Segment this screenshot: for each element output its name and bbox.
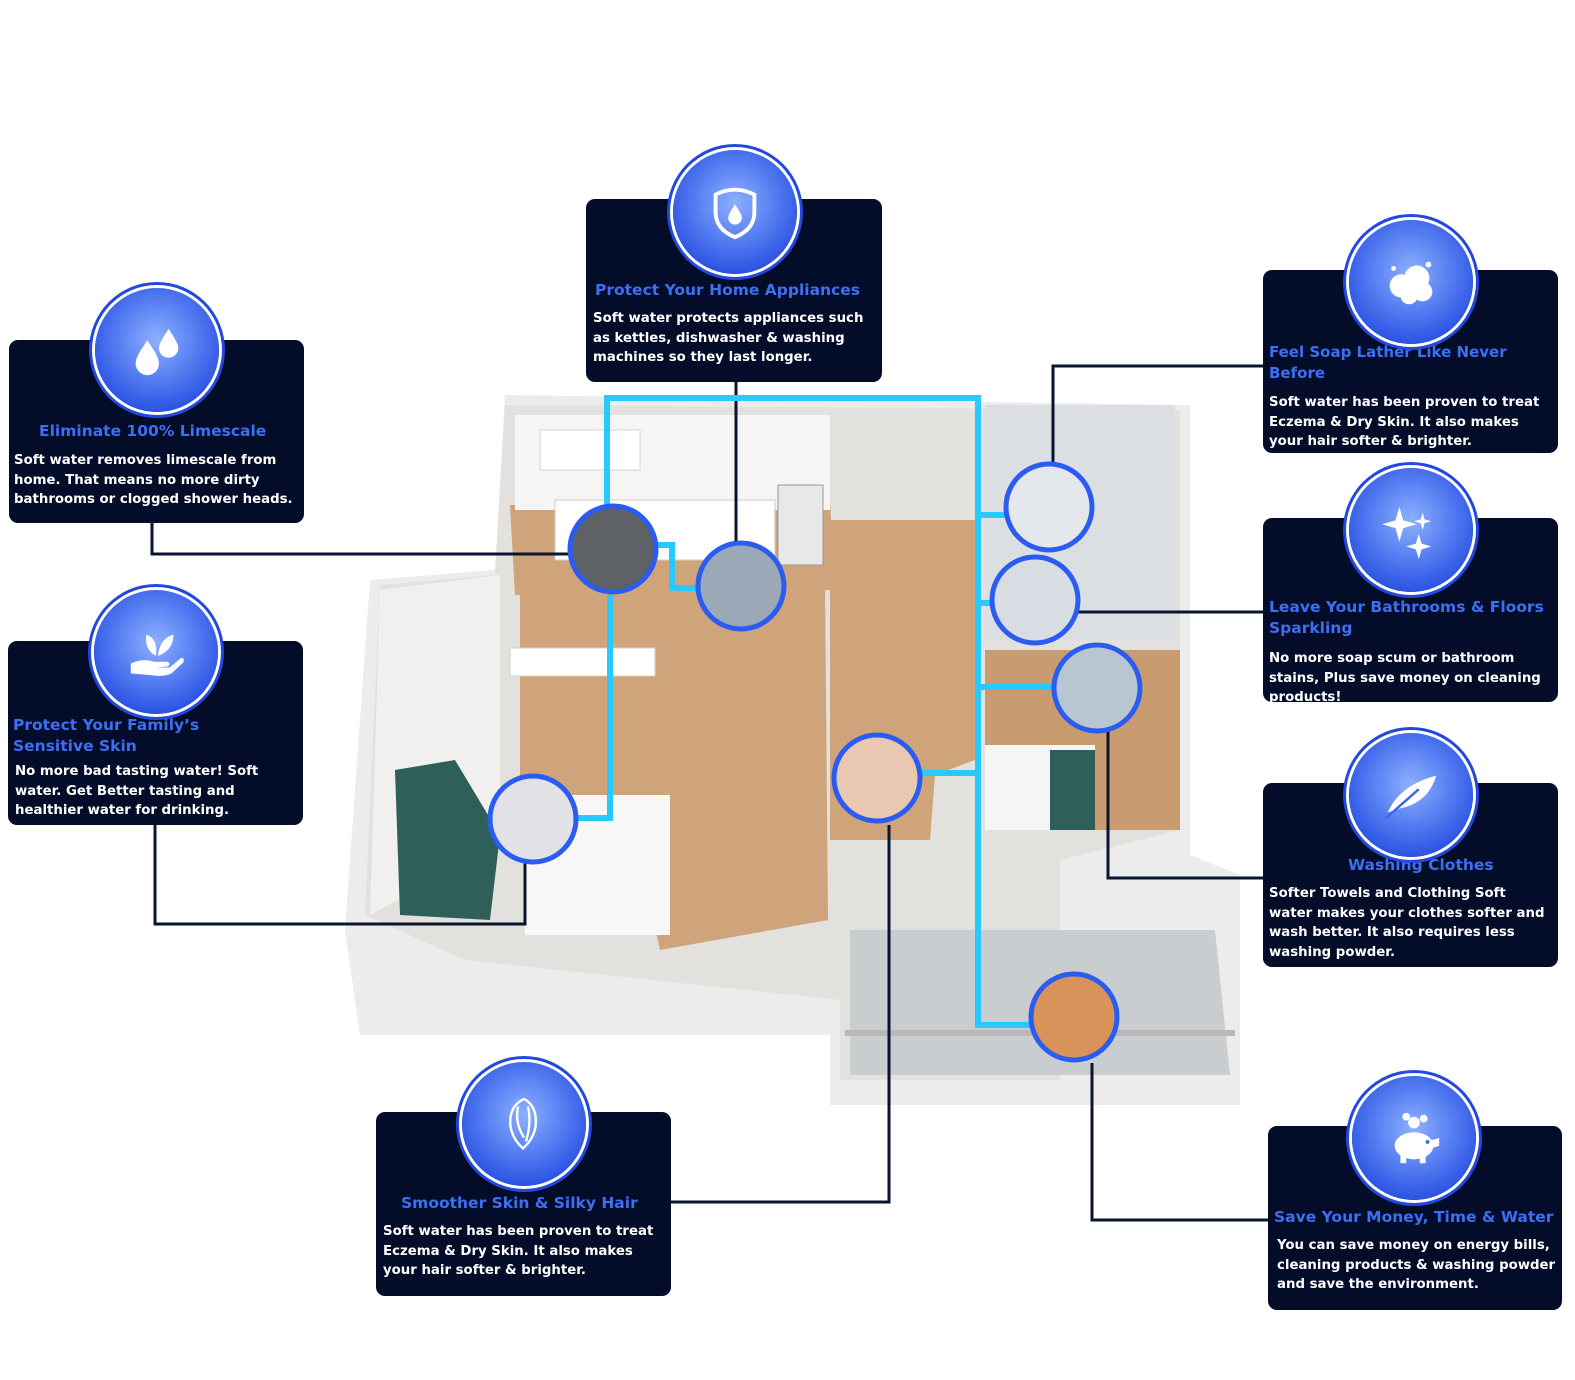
- badge-bathrooms: [1349, 468, 1473, 592]
- connector-limescale: [150, 522, 575, 556]
- sofa: [395, 760, 500, 920]
- connector-soap: [1051, 364, 1263, 465]
- badge-family: [94, 590, 218, 714]
- card-hair: Smoother Skin & Silky Hair Soft water ha…: [376, 1112, 671, 1296]
- soap-bubbles-icon: [1389, 261, 1433, 305]
- node-softener-unit: [567, 503, 659, 595]
- node-money: [1028, 971, 1120, 1063]
- connector-money: [1090, 1063, 1268, 1222]
- node-bathroom-woman: [1051, 642, 1143, 734]
- card-title: Protect Your Home Appliances: [595, 281, 861, 299]
- badge-money: [1352, 1076, 1476, 1200]
- shield-drop-icon: [713, 187, 757, 240]
- connector-hair: [671, 825, 891, 1204]
- pipe-kitchen: [655, 542, 700, 591]
- badge-appliances: [673, 150, 797, 274]
- sparkles-icon: [1381, 506, 1432, 560]
- card-title: Leave Your Bathrooms & Floors Sparkling: [1269, 598, 1544, 637]
- badge-hair: [462, 1062, 586, 1186]
- card-title: Protect Your Family’s Sensitive Skin: [13, 716, 200, 755]
- pipe-main-loop: [604, 395, 1035, 1028]
- dining-table: [509, 647, 656, 677]
- card-body: No more bad tasting water! Soft water. G…: [15, 764, 259, 818]
- card-title: Washing Clothes: [1348, 856, 1494, 874]
- connector-washing: [1106, 730, 1263, 880]
- node-shower: [989, 554, 1081, 646]
- water-drops-icon: [135, 328, 179, 376]
- pipe-living: [575, 595, 613, 821]
- card-body: You can save money on energy bills, clea…: [1277, 1238, 1556, 1292]
- hair-strands-icon: [509, 1097, 538, 1151]
- card-title: Feel Soap Lather Like Never Before: [1269, 343, 1507, 382]
- photo-nodes: [487, 461, 1143, 1063]
- card-limescale: Eliminate 100% Limescale Soft water remo…: [9, 340, 304, 523]
- badge-limescale: [95, 288, 219, 412]
- node-washing-machine: [695, 540, 787, 632]
- node-mother-baby: [487, 773, 579, 865]
- card-bathrooms: Leave Your Bathrooms & Floors Sparkling …: [1263, 518, 1558, 705]
- card-family: Protect Your Family’s Sensitive Skin No …: [8, 641, 303, 825]
- hand-leaf-icon: [130, 634, 184, 676]
- water-pipes: [575, 395, 1055, 1028]
- card-body: Soft water protects appliances such as k…: [593, 311, 864, 365]
- badge-soap: [1349, 220, 1473, 344]
- card-title: Eliminate 100% Limescale: [39, 422, 267, 440]
- card-title: Smoother Skin & Silky Hair: [401, 1194, 638, 1212]
- card-body: Soft water has been proven to treat Ecze…: [1269, 395, 1540, 449]
- piggy-bank-icon: [1394, 1112, 1440, 1164]
- card-body: Soft water has been proven to treat Ecze…: [383, 1224, 654, 1278]
- card-body: Softer Towels and Clothing Soft water ma…: [1269, 886, 1545, 960]
- node-face-wash: [831, 732, 923, 824]
- badge-washing: [1349, 733, 1473, 857]
- feather-icon: [1385, 775, 1437, 820]
- bed-blanket: [1050, 750, 1095, 830]
- kitchen-cabinets: [539, 429, 641, 471]
- node-kitchen-tap: [1003, 461, 1095, 553]
- connector-lines: [150, 364, 1268, 1222]
- card-title: Save Your Money, Time & Water: [1274, 1208, 1554, 1226]
- oven-stack: [777, 484, 824, 566]
- card-body: No more soap scum or bathroom stains, Pl…: [1269, 651, 1541, 705]
- connector-family: [153, 825, 527, 926]
- card-body: Soft water removes limescale from home. …: [14, 453, 293, 507]
